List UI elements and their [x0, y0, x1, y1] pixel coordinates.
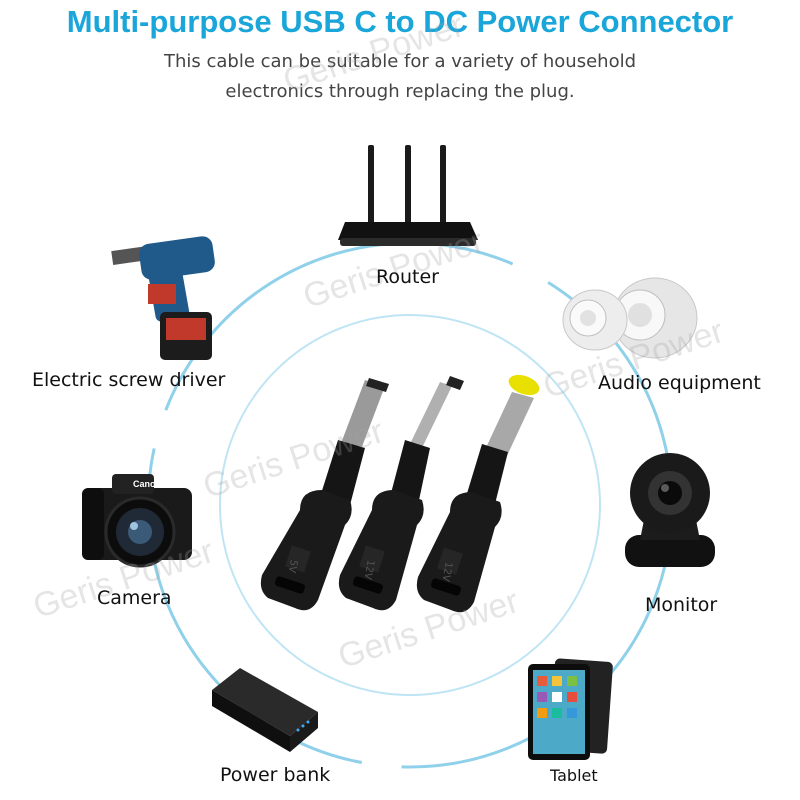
- power-bank-label: Power bank: [220, 764, 331, 786]
- tablet-icon: [528, 658, 613, 760]
- speaker-icon: [562, 277, 698, 359]
- connector-5v-icon: 5V: [260, 378, 389, 611]
- security-camera-icon: [625, 453, 715, 567]
- monitor-label: Monitor: [645, 594, 718, 616]
- audio-equipment-label: Audio equipment: [598, 372, 761, 394]
- camera-label: Camera: [97, 587, 172, 609]
- svg-text:5V: 5V: [286, 559, 299, 574]
- dslr-camera-icon: Canon: [82, 474, 192, 568]
- router-icon: [338, 145, 478, 246]
- screw-driver-label: Electric screw driver: [32, 369, 226, 391]
- drill-icon: [111, 236, 215, 360]
- svg-text:12V: 12V: [440, 561, 454, 582]
- svg-text:12V: 12V: [362, 559, 376, 580]
- page-title: Multi-purpose USB C to DC Power Connecto…: [66, 4, 734, 39]
- subtitle-line-1: This cable can be suitable for a variety…: [163, 51, 637, 72]
- router-label: Router: [376, 266, 439, 288]
- connector-12v-a-icon: 12V: [338, 376, 464, 611]
- svg-text:Canon: Canon: [133, 479, 161, 489]
- power-bank-icon: [212, 668, 318, 752]
- inner-ring: [219, 314, 601, 696]
- subtitle-line-2: electronics through replacing the plug.: [225, 81, 575, 102]
- tablet-label: Tablet: [550, 766, 598, 785]
- connector-12v-b-icon: 12V: [416, 374, 540, 613]
